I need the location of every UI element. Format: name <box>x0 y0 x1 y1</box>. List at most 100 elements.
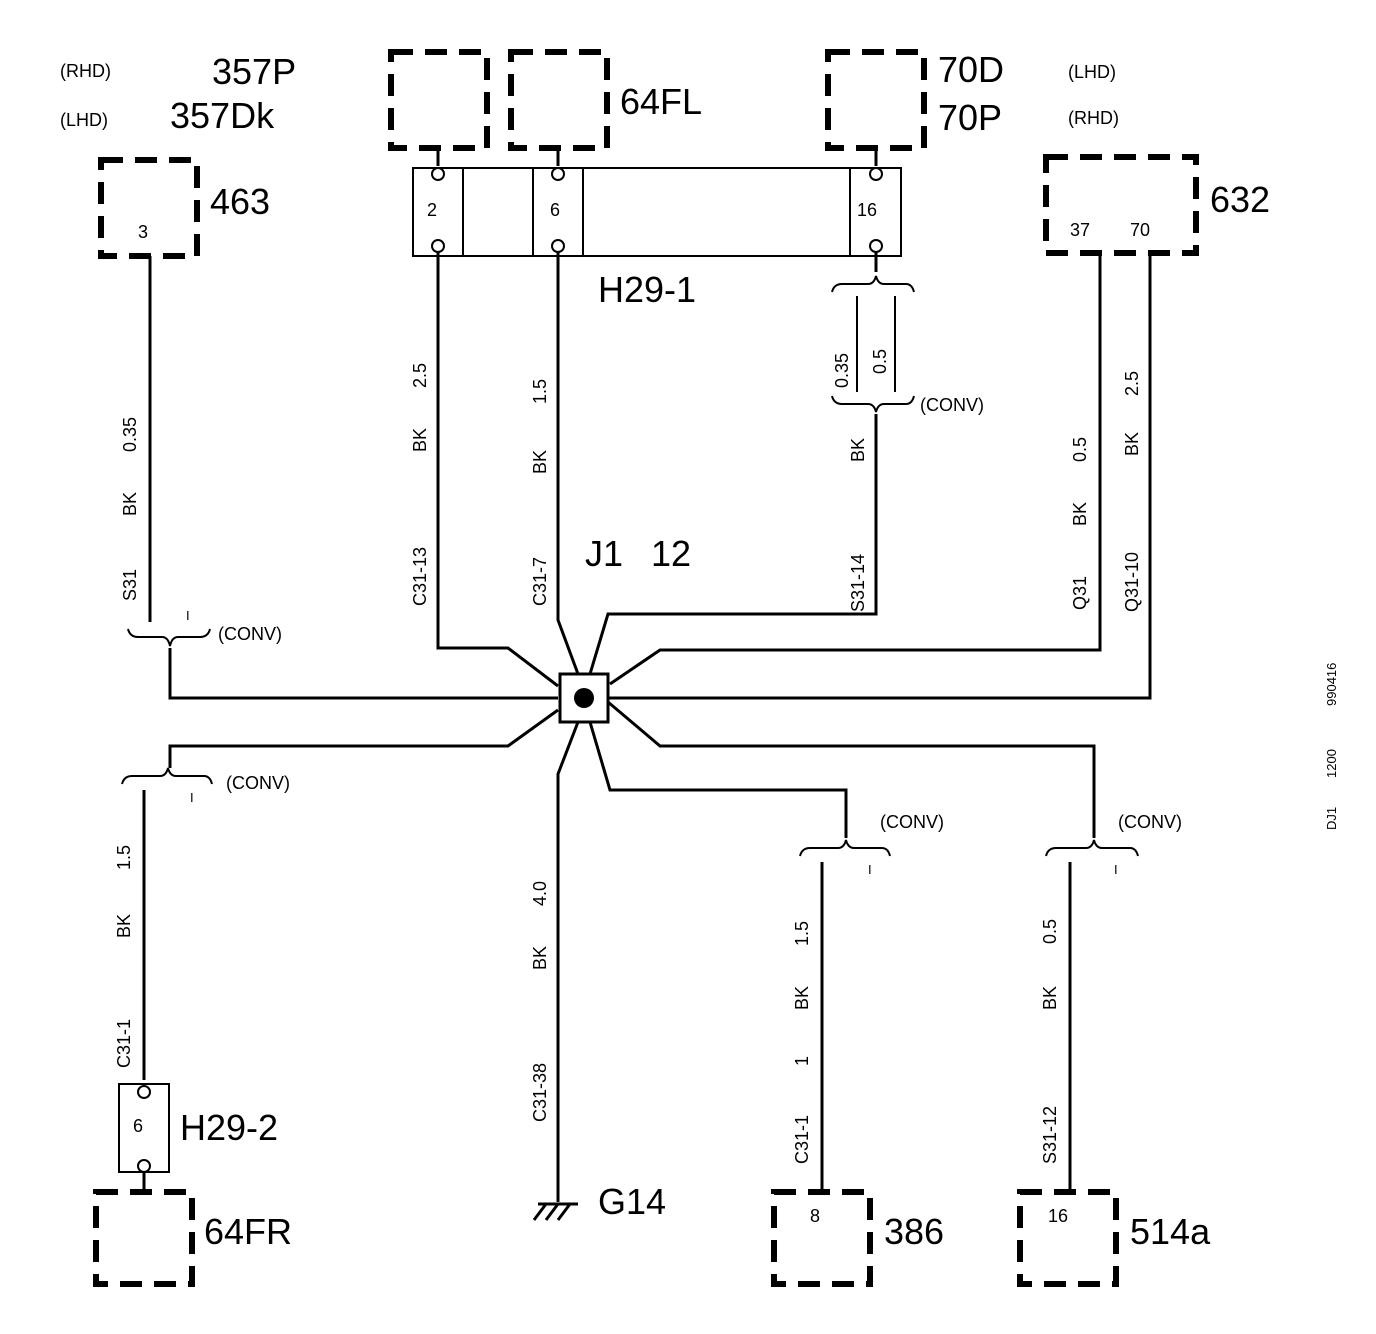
pin-463-3: 3 <box>138 222 148 242</box>
ground-icon <box>532 1202 578 1221</box>
pin-h29-2-6: 6 <box>133 1116 143 1136</box>
connector-386 <box>771 1189 873 1287</box>
wire-463-size: 0.35 <box>120 417 140 452</box>
side-code-2: 1200 <box>1324 749 1339 778</box>
wire-h29-2-code: C31-13 <box>410 547 430 606</box>
conv-brace-514a <box>1045 839 1139 857</box>
pin-h29-1-2: 2 <box>427 200 437 220</box>
wire-632-70-size: 2.5 <box>1122 371 1142 396</box>
pin-h29-1-16: 16 <box>857 200 877 220</box>
wire-463-color: BK <box>120 492 140 516</box>
connector-64fr <box>93 1189 195 1287</box>
label-h29-2: H29-2 <box>180 1107 278 1148</box>
wire-h29-6-color: BK <box>530 450 550 474</box>
wire-632-37-color: BK <box>1070 502 1090 526</box>
pin-632-70: 70 <box>1130 220 1150 240</box>
label-632: 632 <box>1210 179 1270 220</box>
label-64fl: 64FL <box>620 81 702 122</box>
wire-g14-size: 4.0 <box>530 881 550 906</box>
wire-h29-2-size: 2.5 <box>410 363 430 388</box>
wire-386-code: C31-1 <box>792 1115 812 1164</box>
connector-64fl <box>508 49 610 151</box>
conv-mark-514a: I <box>1114 862 1118 877</box>
lhd-note-70d: (LHD) <box>1068 62 1116 82</box>
wire-632-37 <box>609 253 1102 686</box>
wire-g14-color: BK <box>530 946 550 970</box>
connector-unnamed <box>388 49 490 151</box>
wire-h29-16-color: BK <box>848 438 868 462</box>
conv-mark-64fr: I <box>190 790 194 805</box>
wire-632-70-code: Q31-10 <box>1122 552 1142 612</box>
connector-632 <box>1043 154 1199 256</box>
pin-632-37: 37 <box>1070 220 1090 240</box>
wire-386-extra: 1 <box>792 1056 812 1066</box>
wire-632-70 <box>608 253 1152 700</box>
label-463: 463 <box>210 181 270 222</box>
side-code-1: 990416 <box>1324 663 1339 706</box>
label-64fr: 64FR <box>204 1211 292 1252</box>
wire-g14 <box>556 721 580 1202</box>
lhd-note-357dk: (LHD) <box>60 110 108 130</box>
conv-label-463: (CONV) <box>218 624 282 644</box>
label-357p: 357P <box>212 51 296 92</box>
conv-label-386: (CONV) <box>880 812 944 832</box>
wire-386-size: 1.5 <box>792 921 812 946</box>
label-g14: G14 <box>598 1181 666 1222</box>
connector-514a <box>1017 1189 1119 1287</box>
junction-dot <box>574 688 594 708</box>
pin-514a-16: 16 <box>1048 1206 1068 1226</box>
conv-mark-463: I <box>186 608 190 623</box>
wire-386-color: BK <box>792 986 812 1010</box>
wire-h29-2 <box>436 252 559 688</box>
wire-463-to-junction <box>168 648 558 700</box>
side-code-3: DJ1 <box>1324 807 1339 830</box>
wire-514a-size: 0.5 <box>1040 919 1060 944</box>
conv-label-514a: (CONV) <box>1118 812 1182 832</box>
wire-632-37-size: 0.5 <box>1070 437 1090 462</box>
wire-h29-6-code: C31-7 <box>530 557 550 606</box>
connector-70 <box>825 49 927 151</box>
connector-463 <box>98 157 200 259</box>
conv-brace-h29-16-top <box>831 275 915 293</box>
wire-386-to-junction <box>588 721 848 838</box>
wire-h29-6 <box>556 252 580 675</box>
wire-64fr-to-junction <box>168 708 559 768</box>
label-70d: 70D <box>938 49 1004 90</box>
wire-g14-code: C31-38 <box>530 1063 550 1122</box>
label-514a: 514a <box>1130 1211 1211 1252</box>
label-357dk: 357Dk <box>170 95 275 136</box>
wire-64fr-size: 1.5 <box>114 845 134 870</box>
conv-label-h29-16: (CONV) <box>920 395 984 415</box>
wire-h29-6-size: 1.5 <box>530 379 550 404</box>
wire-632-70-color: BK <box>1122 432 1142 456</box>
wire-463-code: S31 <box>120 569 140 601</box>
wire-h29-16-code: S31-14 <box>848 554 868 612</box>
rhd-note-70p: (RHD) <box>1068 108 1119 128</box>
junction-label: J1 <box>585 533 623 574</box>
conv-brace-h29-16-bottom <box>831 395 915 413</box>
wire-h29-16-size-a: 0.35 <box>832 353 852 388</box>
connector-h29-1 <box>412 167 902 257</box>
conv-label-64fr: (CONV) <box>226 773 290 793</box>
wire-64fr-code: C31-1 <box>114 1019 134 1068</box>
wire-514a-to-junction <box>607 700 1096 838</box>
label-386: 386 <box>884 1211 944 1252</box>
label-70p: 70P <box>938 97 1002 138</box>
wire-h29-2-color: BK <box>410 428 430 452</box>
wire-64fr-color: BK <box>114 914 134 938</box>
wire-h29-16-size-b: 0.5 <box>870 349 890 374</box>
junction-number: 12 <box>651 533 691 574</box>
label-h29-1: H29-1 <box>598 269 696 310</box>
pin-h29-1-6: 6 <box>550 200 560 220</box>
wire-632-37-code: Q31 <box>1070 576 1090 610</box>
conv-mark-386: I <box>868 862 872 877</box>
conv-brace-64fr <box>121 767 213 785</box>
conv-brace-463 <box>127 628 211 647</box>
wire-514a-code: S31-12 <box>1040 1106 1060 1164</box>
wire-h29-16-to-junction <box>588 414 878 675</box>
pin-386-8: 8 <box>810 1206 820 1226</box>
conv-brace-386 <box>799 839 891 857</box>
rhd-note-357p: (RHD) <box>60 61 111 81</box>
wire-514a-color: BK <box>1040 986 1060 1010</box>
